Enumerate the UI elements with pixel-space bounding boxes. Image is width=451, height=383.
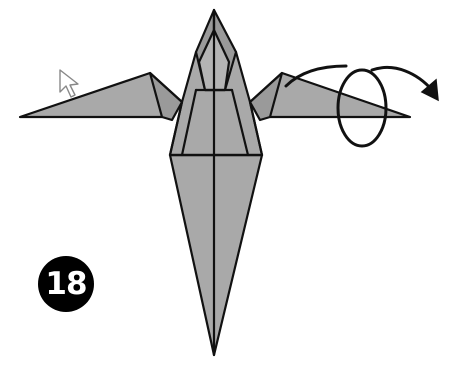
arrow-pointer-icon (60, 70, 78, 97)
body-tail (170, 155, 262, 355)
step-number-badge: 18 (38, 256, 94, 312)
